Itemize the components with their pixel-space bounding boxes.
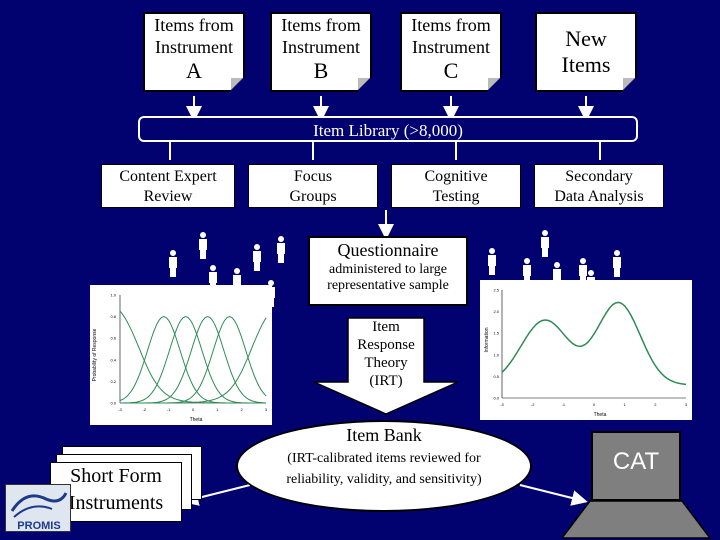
- instrument-b-line1: Items from: [281, 15, 361, 35]
- left-chart-y-tick: 0.2: [110, 379, 116, 384]
- method-content-expert-line2: Review: [143, 188, 193, 205]
- irt-line3: Theory: [364, 355, 408, 371]
- instrument-a-box: Items from Instrument A: [143, 12, 245, 92]
- item-bank-ellipse: Item Bank (IRT-calibrated items reviewed…: [236, 420, 532, 512]
- left-chart-x-tick: 2: [241, 407, 244, 412]
- instrument-a-line2: Instrument: [155, 37, 233, 57]
- page-fold-icon: [358, 78, 372, 92]
- left-chart-x-tick: -1: [167, 407, 171, 412]
- right-chart-y-tick: 1.5: [493, 331, 499, 336]
- new-items-line2: Items: [561, 52, 611, 77]
- questionnaire-line1: administered to large: [329, 262, 447, 277]
- questionnaire-box: Questionnaire administered to large repr…: [308, 236, 468, 306]
- cat-keyboard-icon: [560, 500, 712, 539]
- left-chart-x-tick: 1: [216, 407, 219, 412]
- method-focus-groups: Focus Groups: [248, 164, 378, 208]
- right-chart-x-tick: 3: [685, 402, 688, 407]
- right-chart-x-tick: 1: [624, 402, 627, 407]
- right-chart-y-tick: 2.0: [493, 309, 499, 314]
- left-chart-y-tick: 0.4: [110, 357, 116, 362]
- left-chart-x-tick: -3: [118, 407, 122, 412]
- irt-line2: Response: [357, 337, 415, 353]
- method-focus-groups-line2: Groups: [289, 188, 337, 205]
- right-chart-y-tick: 0.5: [493, 374, 499, 379]
- promis-logo-text: PROMIS: [17, 520, 60, 532]
- response-curve: [120, 316, 266, 404]
- item-library-bar: Item Library (>8,000): [138, 116, 638, 142]
- right-chart-x-tick: -1: [562, 402, 566, 407]
- method-content-expert: Content Expert Review: [101, 164, 235, 208]
- short-form-line1: Short Form: [70, 465, 162, 487]
- item-bank-title: Item Bank: [346, 425, 422, 445]
- response-curve: [120, 317, 267, 404]
- item-bank-line1: (IRT-calibrated items reviewed for: [287, 451, 481, 466]
- right-chart-y-tick: 1.0: [493, 352, 499, 357]
- left-chart-y-tick: 0.6: [110, 336, 116, 341]
- new-items-line1: New: [565, 26, 607, 51]
- promis-logo-graphic: PROMIS: [10, 492, 68, 532]
- questionnaire-title: Questionnaire: [337, 240, 439, 260]
- page-fold-icon: [623, 78, 637, 92]
- item-bank-line2: reliability, validity, and sensitivity): [286, 472, 482, 487]
- response-curve: [120, 316, 267, 404]
- instrument-b-letter: B: [313, 58, 329, 83]
- instrument-a-letter: A: [186, 58, 202, 83]
- instrument-b-box: Items from Instrument B: [270, 12, 372, 92]
- right-chart-y-tick: 0.0: [493, 396, 499, 401]
- instrument-c-box: Items from Instrument C: [400, 12, 502, 92]
- method-secondary-data-line1: Secondary: [565, 168, 633, 185]
- promis-logo: PROMIS: [5, 484, 71, 532]
- questionnaire-line2: representative sample: [327, 278, 449, 293]
- left-chart-x-tick: 3: [265, 407, 268, 412]
- right-chart-x-tick: -2: [531, 402, 535, 407]
- new-items-box: New Items: [535, 12, 637, 92]
- method-cognitive-testing-line2: Testing: [432, 188, 480, 205]
- right-chart-x-tick: 2: [654, 402, 657, 407]
- instrument-c-line2: Instrument: [412, 37, 490, 57]
- method-secondary-data: Secondary Data Analysis: [534, 164, 664, 208]
- irt-line4: (IRT): [369, 373, 403, 389]
- method-secondary-data-line2: Data Analysis: [554, 188, 644, 205]
- left-chart-y-tick: 1.0: [110, 293, 116, 298]
- instrument-b-line2: Instrument: [282, 37, 360, 57]
- left-chart-y-tick: 0.8: [110, 314, 116, 319]
- short-form-page-front: Short Form Instruments: [50, 462, 182, 522]
- right-chart-xlabel: Theta: [594, 412, 607, 418]
- instrument-a-line1: Items from: [154, 15, 234, 35]
- right-chart-ylabel: Information: [484, 327, 490, 352]
- left-chart-y-tick: 0.0: [110, 401, 116, 406]
- irt-label: Item Response Theory (IRT): [348, 318, 424, 390]
- instrument-c-letter: C: [443, 58, 459, 83]
- method-cognitive-testing-line1: Cognitive: [424, 168, 488, 185]
- left-chart-xlabel: Theta: [190, 417, 203, 423]
- right-chart-x-tick: -3: [500, 402, 504, 407]
- left-chart-ylabel: Probability of Response: [92, 328, 98, 381]
- method-content-expert-line1: Content Expert: [119, 168, 217, 185]
- information-function-chart: Information Theta -3 -2 -1 0 1 2 3 2.5 2.0 1.5 1.0…: [480, 280, 692, 420]
- instrument-c-line1: Items from: [411, 15, 491, 35]
- cat-label: CAT: [612, 448, 660, 475]
- method-cognitive-testing: Cognitive Testing: [391, 164, 521, 208]
- left-chart-x-tick: 0: [192, 407, 195, 412]
- cat-monitor: CAT: [591, 431, 681, 501]
- left-chart-x-tick: -2: [143, 407, 147, 412]
- information-curve: [501, 301, 687, 386]
- page-fold-icon: [488, 78, 502, 92]
- response-curve: [120, 316, 267, 404]
- irt-line1: Item: [372, 319, 400, 335]
- page-fold-icon: [231, 78, 245, 92]
- short-form-line2: Instruments: [68, 492, 164, 514]
- response-curve: [119, 316, 266, 404]
- method-focus-groups-line1: Focus: [293, 168, 333, 185]
- right-chart-y-tick: 2.5: [493, 288, 499, 293]
- item-characteristic-curves-chart: Probability of Response Theta -3 -2 -1 0 1 2 3…: [90, 285, 272, 425]
- right-chart-x-tick: 0: [593, 402, 596, 407]
